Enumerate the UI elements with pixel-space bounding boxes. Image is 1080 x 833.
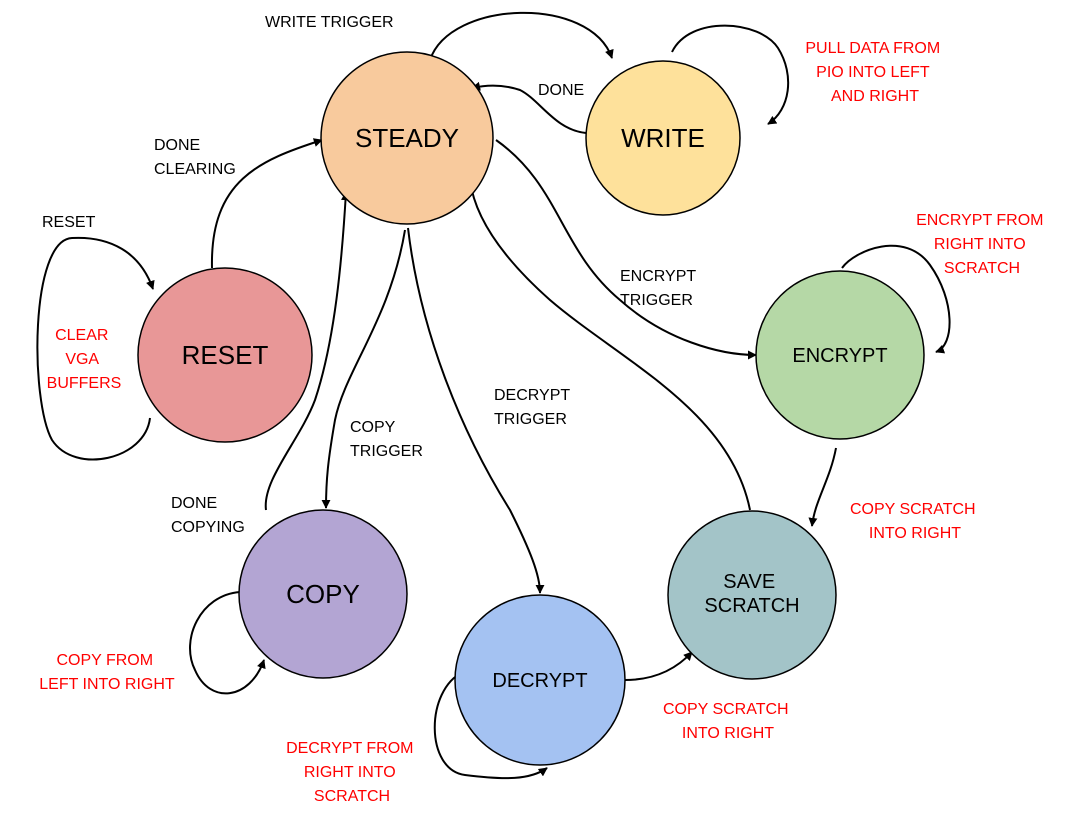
action-encrypt: ENCRYPT FROM RIGHT INTO SCRATCH [916, 212, 1048, 277]
edge-reset-to-steady [210, 138, 323, 269]
edge-write-self-loop [671, 24, 790, 125]
action-reset: CLEAR VGA BUFFERS [47, 327, 122, 392]
label-write-trigger: WRITE TRIGGER [265, 14, 394, 31]
action-decrypt: DECRYPT FROM RIGHT INTO SCRATCH [286, 740, 418, 805]
edge-reset-self-loop [36, 236, 155, 461]
edge-copy-to-steady [264, 191, 351, 511]
label-reset-transition: RESET [42, 214, 96, 231]
state-encrypt-label: ENCRYPT [792, 345, 887, 367]
state-steady-circle[interactable] [320, 51, 494, 225]
edges [36, 11, 951, 780]
state-reset-circle[interactable] [137, 267, 313, 443]
state-write-circle[interactable] [585, 60, 741, 216]
edge-decrypt-to-save-scratch [624, 651, 693, 681]
transition-labels: WRITE TRIGGER DONE DONE CLEARING RESET E… [42, 14, 700, 536]
state-decrypt-label: DECRYPT [492, 670, 587, 692]
edge-steady-to-decrypt [407, 227, 545, 594]
action-write: PULL DATA FROM PIO INTO LEFT AND RIGHT [805, 40, 944, 105]
edge-steady-to-encrypt [495, 139, 757, 360]
state-reset-label: RESET [182, 340, 269, 370]
state-decrypt-circle[interactable] [454, 594, 626, 766]
state-save-scratch-line: SCRATCH [704, 595, 799, 617]
edge-copy-self-loop [189, 591, 266, 695]
edge-save-scratch-to-steady [466, 179, 751, 511]
edge-steady-to-write [429, 11, 614, 61]
action-labels: PULL DATA FROM PIO INTO LEFT AND RIGHT C… [39, 40, 1048, 805]
action-encrypt-to-save: COPY SCRATCH INTO RIGHT [850, 501, 980, 542]
state-write-label: WRITE [621, 123, 705, 153]
action-copy: COPY FROM LEFT INTO RIGHT [39, 652, 175, 693]
edge-encrypt-to-save-scratch [808, 447, 837, 527]
state-save-scratch-circle[interactable] [667, 510, 837, 680]
label-decrypt-trigger: DECRYPT TRIGGER [494, 387, 574, 428]
label-done-clearing: DONE CLEARING [154, 137, 236, 178]
state-copy-circle[interactable] [238, 509, 408, 679]
edge-steady-to-copy [321, 229, 406, 509]
label-encrypt-trigger: ENCRYPT TRIGGER [620, 268, 700, 309]
label-copy-trigger: COPY TRIGGER [350, 419, 423, 460]
state-save-scratch-line: SAVE [723, 571, 775, 593]
state-save-scratch-label: SAVE SCRATCH [704, 571, 799, 617]
label-done: DONE [538, 82, 584, 99]
state-copy-label: COPY [286, 579, 360, 609]
edge-decrypt-self-loop [433, 671, 548, 780]
action-decrypt-to-save: COPY SCRATCH INTO RIGHT [663, 701, 793, 742]
label-done-copying: DONE COPYING [171, 495, 245, 536]
state-encrypt-circle[interactable] [755, 270, 925, 440]
edge-encrypt-self-loop [841, 244, 951, 354]
edge-write-to-steady [471, 81, 587, 134]
states: STEADY WRITE RESET ENCRYPT COPY DECRYPT … [137, 51, 925, 766]
state-steady-label: STEADY [355, 123, 459, 153]
